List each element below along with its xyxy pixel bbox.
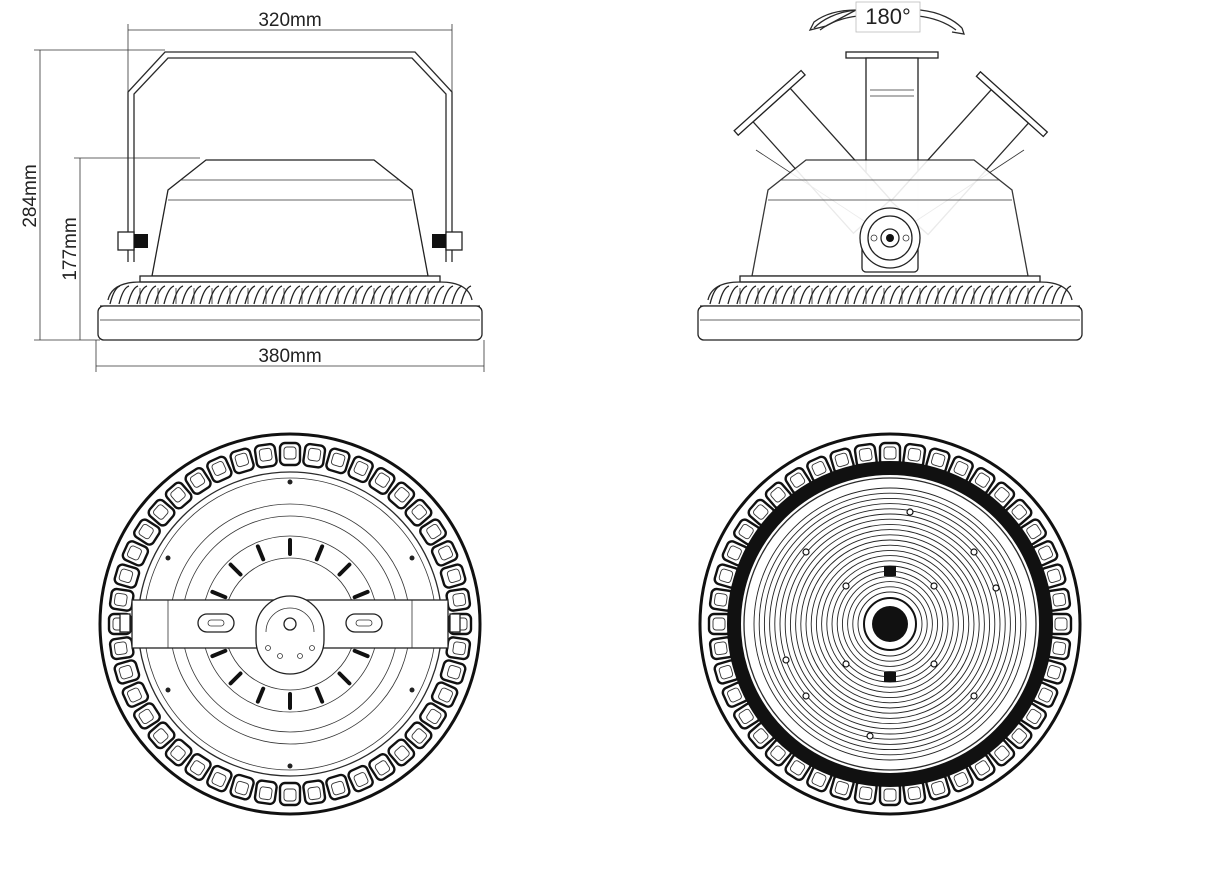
- dimension-body-height-label: 177mm: [60, 217, 81, 280]
- dimension-top-width-label: 320mm: [258, 10, 321, 31]
- side-view-bracket: 320mm 284mm 177mm 380mm: [20, 10, 485, 372]
- fin-ring: [107, 441, 473, 807]
- rotation-indicator: 180°: [808, 1, 965, 35]
- top-view-bracket: [98, 432, 482, 816]
- rotation-label: 180°: [865, 4, 911, 29]
- dimension-total-height-label: 284mm: [20, 164, 41, 227]
- led-rings: [753, 487, 1027, 761]
- dimension-total-height: 284mm: [20, 49, 165, 341]
- bottom-view-led: [698, 432, 1082, 816]
- dimension-body-height: 177mm: [60, 157, 200, 340]
- dimension-top-width: 320mm: [127, 10, 453, 110]
- side-view-rotation: 180°: [697, 1, 1083, 341]
- dimension-bottom-width: 380mm: [95, 340, 485, 372]
- heat-sink-fins: [100, 281, 480, 307]
- dimension-bottom-width-label: 380mm: [258, 346, 321, 367]
